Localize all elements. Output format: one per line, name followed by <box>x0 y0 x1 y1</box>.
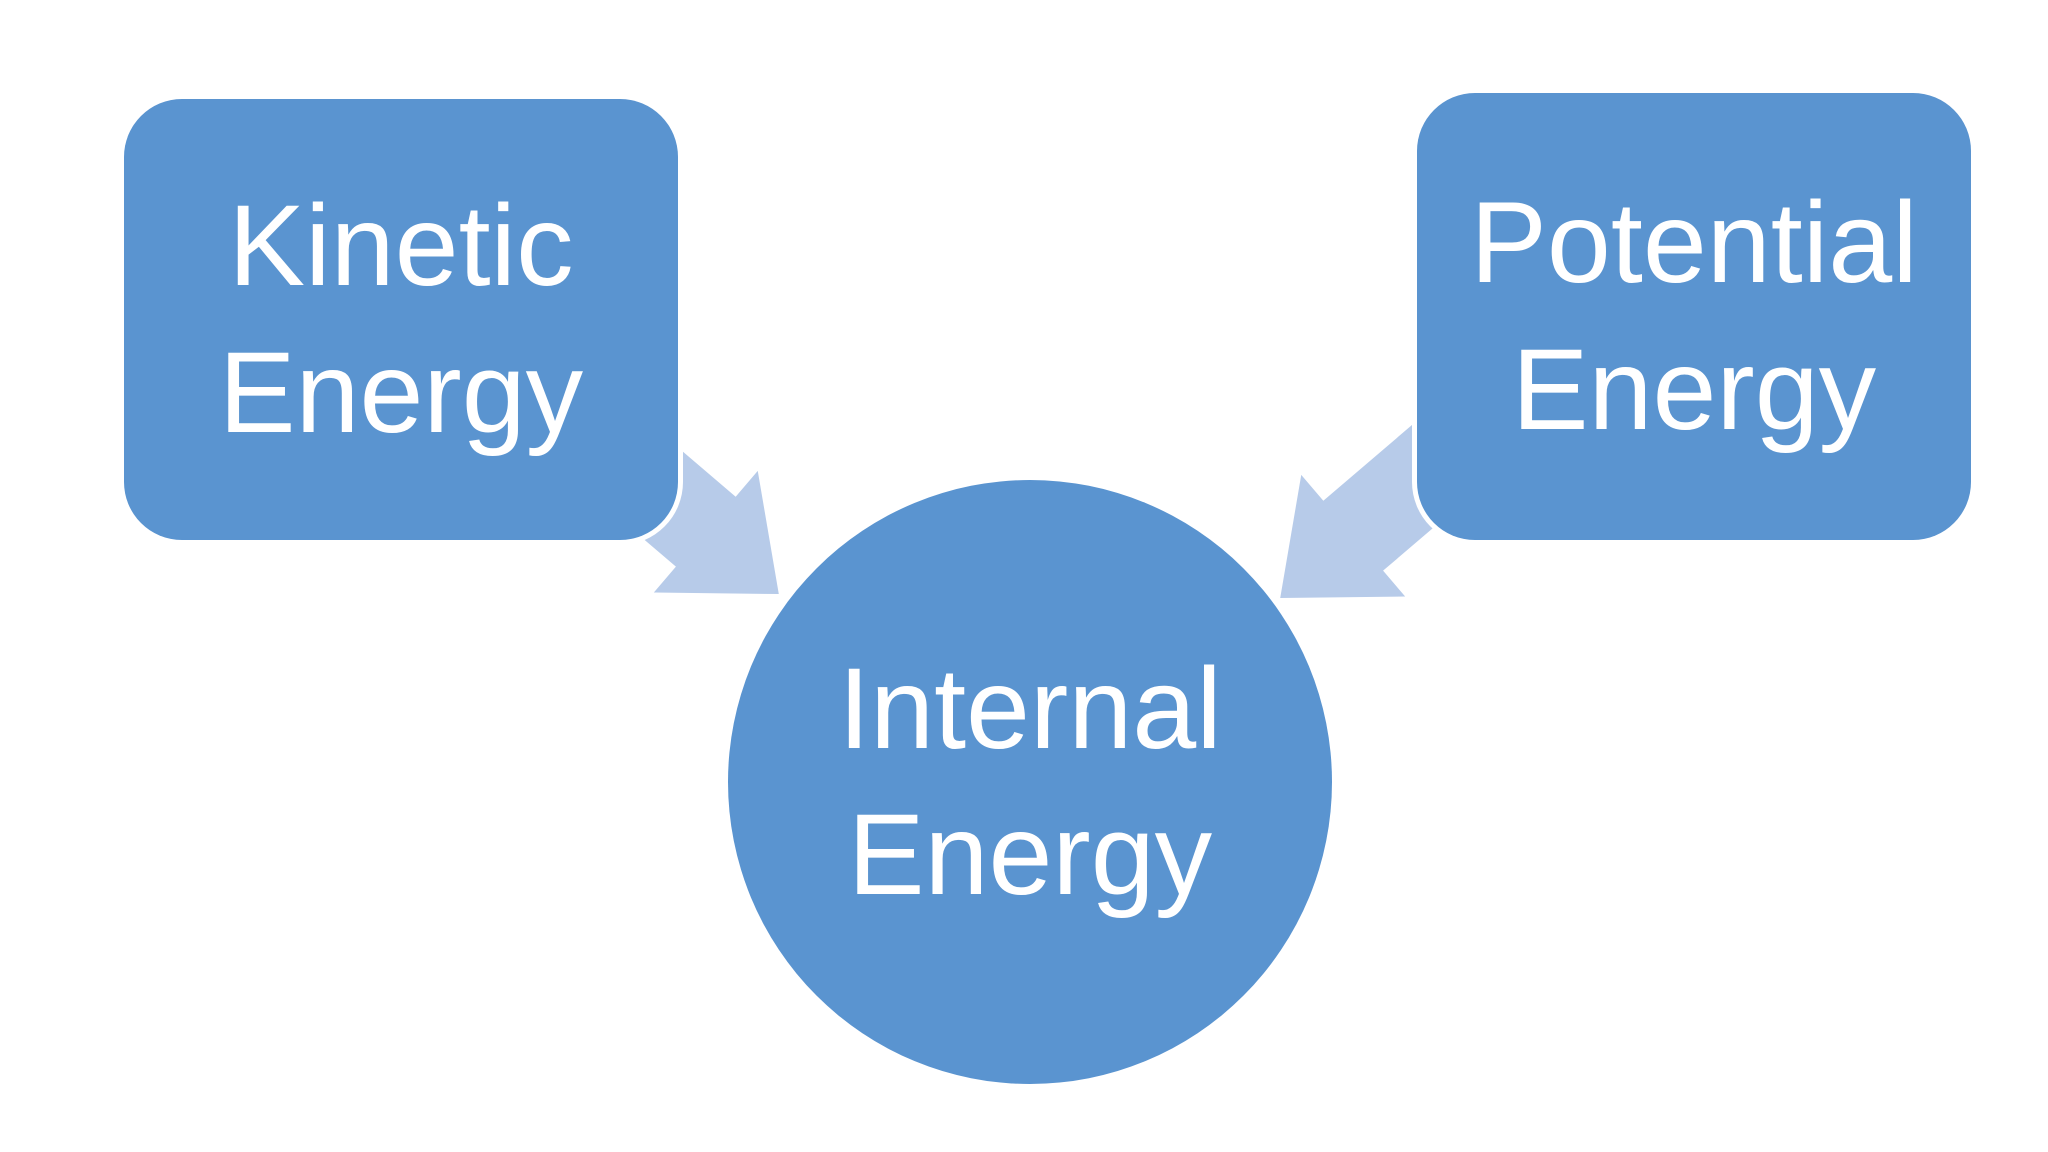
internal-energy-label-line2: Energy <box>847 791 1213 919</box>
internal-energy-node: Internal Energy <box>728 480 1332 1084</box>
potential-energy-node: Potential Energy <box>1417 93 1971 540</box>
potential-energy-label-line1: Potential <box>1470 179 1918 308</box>
kinetic-energy-node: Kinetic Energy <box>124 99 678 540</box>
kinetic-energy-label-line1: Kinetic <box>228 182 574 311</box>
potential-energy-label-line2: Energy <box>1511 325 1877 454</box>
kinetic-energy-label-line2: Energy <box>218 328 584 457</box>
internal-energy-label-line1: Internal <box>838 644 1222 773</box>
